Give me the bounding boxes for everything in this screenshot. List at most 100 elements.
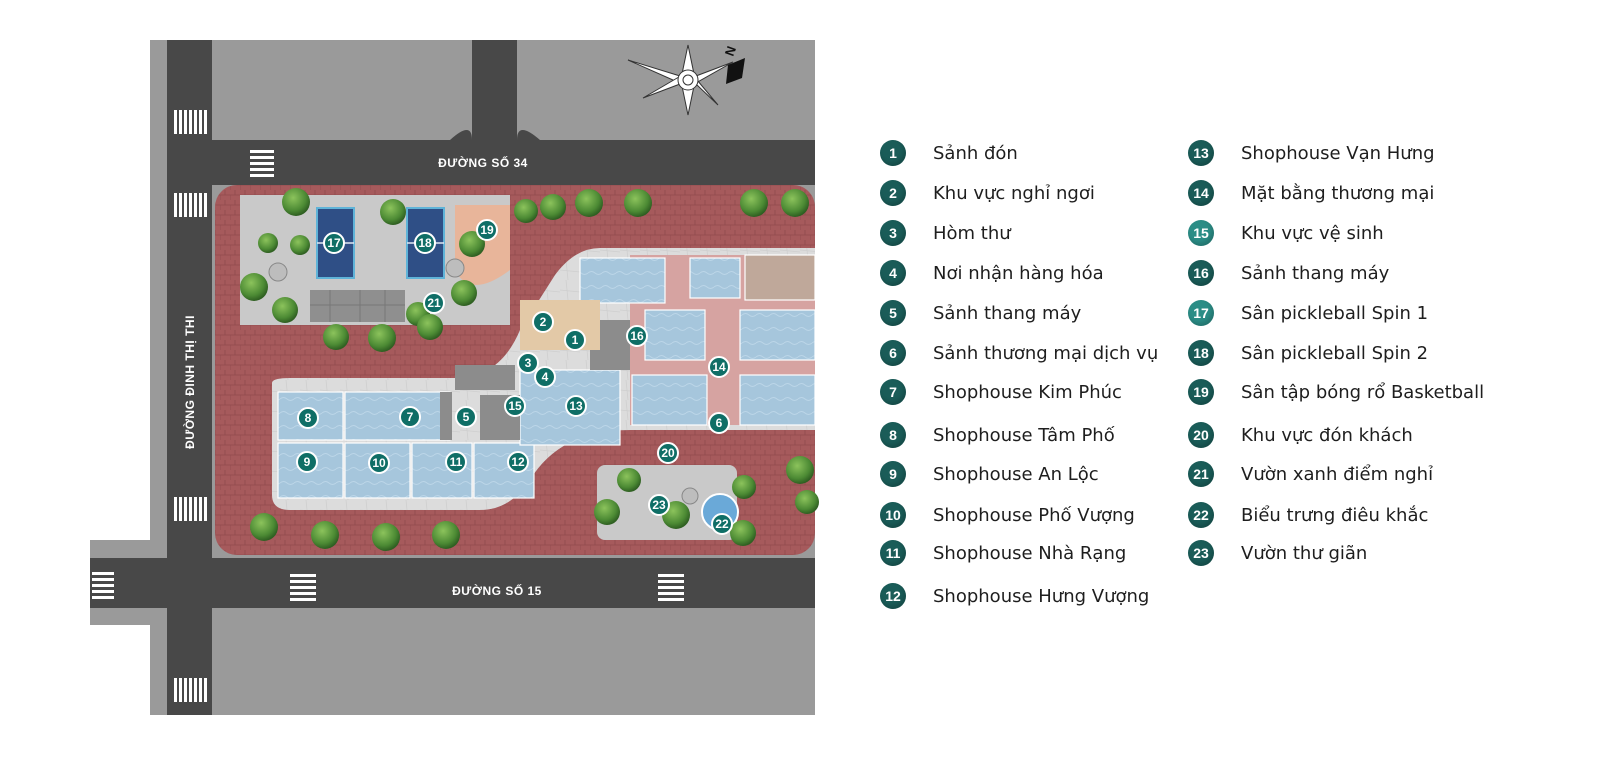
legend-number-badge: 3: [880, 220, 906, 246]
map-pin-8: 8: [297, 407, 319, 429]
legend-number-badge: 16: [1188, 260, 1214, 286]
legend-label: Hòm thư: [933, 222, 1011, 244]
tree-icon: [795, 490, 819, 514]
tree-icon: [272, 297, 298, 323]
tree-icon: [311, 521, 339, 549]
legend-label: Khu vực vệ sinh: [1241, 222, 1384, 244]
map-pin-number: 5: [463, 410, 470, 424]
legend-number-badge: 18: [1188, 340, 1214, 366]
crosswalks: [92, 110, 684, 702]
tree-icon: [380, 199, 406, 225]
map-pin-number: 10: [372, 456, 386, 470]
legend-number-badge: 8: [880, 422, 906, 448]
legend-item: 18 Sân pickleball Spin 2: [1188, 340, 1428, 366]
legend-label: Vườn thư giãn: [1241, 542, 1368, 564]
map-pin-3: 3: [517, 352, 539, 374]
map-pin-number: 21: [427, 296, 441, 310]
legend-number-badge: 12: [880, 583, 906, 609]
map-pin-9: 9: [296, 451, 318, 473]
map-pin-number: 7: [407, 410, 414, 424]
roads: [90, 40, 815, 715]
legend-label: Shophouse Vạn Hưng: [1241, 142, 1435, 164]
legend-number-badge: 19: [1188, 379, 1214, 405]
road-label-bottom: ĐƯỜNG SỐ 15: [452, 583, 542, 598]
map-pin-13: 13: [565, 395, 587, 417]
legend-label: Sân pickleball Spin 2: [1241, 342, 1429, 364]
map-pin-19: 19: [476, 219, 498, 241]
legend-label: Shophouse Phố Vượng: [933, 504, 1135, 526]
tree-icon: [372, 523, 400, 551]
map-pin-4: 4: [534, 366, 556, 388]
map-pin-6: 6: [708, 412, 730, 434]
tree-icon: [575, 189, 603, 217]
map-pin-number: 16: [630, 329, 644, 343]
legend-number-badge: 7: [880, 379, 906, 405]
map-pin-17: 17: [323, 232, 345, 254]
map-pin-21: 21: [423, 292, 445, 314]
tree-icon: [730, 520, 756, 546]
map-pin-number: 6: [716, 416, 723, 430]
legend-number-badge: 9: [880, 461, 906, 487]
legend-label: Sảnh thang máy: [933, 302, 1082, 324]
legend-item: 4 Nơi nhận hàng hóa: [880, 260, 1104, 286]
tree-icon: [451, 280, 477, 306]
tree-icon: [459, 231, 485, 257]
map-pin-number: 4: [542, 370, 549, 384]
tree-icon: [786, 456, 814, 484]
legend-label: Sân tập bóng rổ Basketball: [1241, 381, 1485, 403]
legend-item: 6 Sảnh thương mại dịch vụ: [880, 340, 1158, 366]
legend-number-badge: 17: [1188, 300, 1214, 326]
map-pin-23: 23: [648, 494, 670, 516]
map-pin-number: 9: [304, 455, 311, 469]
map-pin-12: 12: [507, 451, 529, 473]
map-pin-5: 5: [455, 406, 477, 428]
tree-icon: [540, 194, 566, 220]
legend-number-badge: 4: [880, 260, 906, 286]
compass-rose-icon: [627, 44, 734, 116]
legend-label: Shophouse An Lộc: [933, 463, 1099, 485]
map-pin-10: 10: [368, 452, 390, 474]
legend-label: Vườn xanh điểm nghỉ: [1241, 463, 1434, 485]
legend-item: 3 Hòm thư: [880, 220, 1011, 246]
tree-icon: [732, 475, 756, 499]
legend-item: 9 Shophouse An Lộc: [880, 461, 1099, 487]
legend-label: Sân pickleball Spin 1: [1241, 302, 1429, 324]
legend-item: 23 Vườn thư giãn: [1188, 540, 1367, 566]
legend-number-badge: 15: [1188, 220, 1214, 246]
map-pin-number: 13: [569, 399, 583, 413]
map-pin-18: 18: [414, 232, 436, 254]
tree-icon: [514, 199, 538, 223]
map-pin-number: 11: [450, 455, 463, 469]
map-pin-number: 20: [661, 446, 675, 460]
legend-number-badge: 14: [1188, 180, 1214, 206]
map-pin-22: 22: [711, 513, 733, 535]
tree-icon: [290, 235, 310, 255]
map-pin-number: 17: [327, 236, 341, 250]
legend-number-badge: 21: [1188, 461, 1214, 487]
site-plan-map: ĐƯỜNG SỐ 34 ĐƯỜNG SỐ 15 ĐƯỜNG ĐINH THỊ T…: [90, 40, 819, 715]
map-pin-number: 12: [511, 455, 525, 469]
legend-number-badge: 6: [880, 340, 906, 366]
map-pin-1: 1: [564, 329, 586, 351]
legend-number-badge: 23: [1188, 540, 1214, 566]
legend-label: Nơi nhận hàng hóa: [933, 262, 1104, 284]
map-pin-number: 23: [652, 498, 666, 512]
tree-icon: [432, 521, 460, 549]
legend-label: Sảnh thương mại dịch vụ: [933, 342, 1159, 364]
legend-number-badge: 20: [1188, 422, 1214, 448]
legend-label: Sảnh thang máy: [1241, 262, 1390, 284]
tree-icon: [740, 189, 768, 217]
tree-icon: [323, 324, 349, 350]
tree-icon: [240, 273, 268, 301]
legend-label: Shophouse Kim Phúc: [933, 381, 1122, 403]
legend-item: 7 Shophouse Kim Phúc: [880, 379, 1122, 405]
